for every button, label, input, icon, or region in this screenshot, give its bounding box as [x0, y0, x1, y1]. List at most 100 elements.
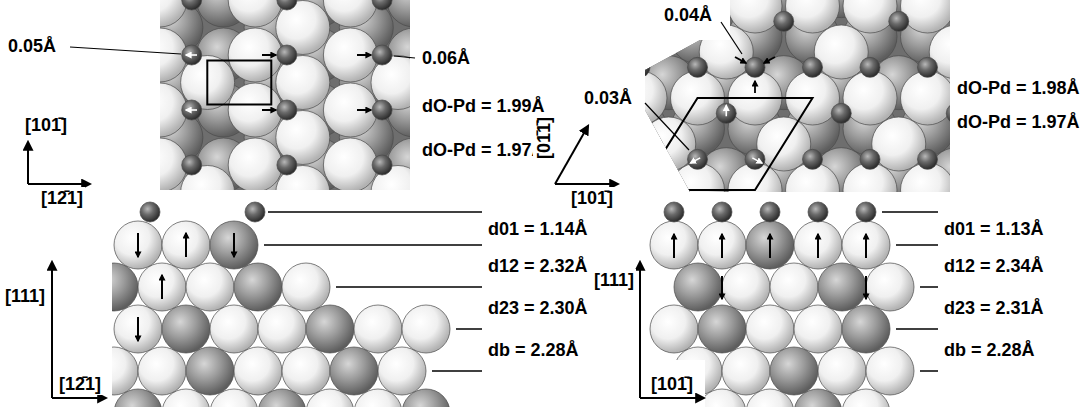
leader-line: [394, 56, 415, 58]
displacement-arrow: [185, 233, 187, 257]
pd-atom: [794, 221, 842, 269]
pd-atom-second-layer: [435, 221, 489, 275]
displacement-arrow: [673, 234, 675, 258]
axis-arrow: [51, 262, 53, 398]
pd-atom-second-layer: [958, 10, 1012, 64]
oxygen-atom: [573, 149, 593, 169]
pd-atom-second-layer: [101, 83, 155, 137]
pd-atom: [162, 221, 210, 269]
pd-atom-surface: [728, 0, 782, 33]
axis-arrow: [52, 397, 106, 399]
displacement-arrow-group: [690, 57, 775, 163]
axis-label: [111]: [3, 285, 47, 307]
layer-spacing-label: d12 = 2.32Å: [486, 255, 590, 277]
oxygen-atom: [182, 100, 202, 120]
oxygen-atom: [245, 202, 265, 222]
displacement-arrow: [186, 54, 197, 56]
oxygen-atom: [372, 155, 392, 175]
axis-arrow: [640, 397, 704, 399]
axis-arrow: [27, 142, 29, 184]
pd-atom: [90, 263, 138, 311]
displacement-arrow: [357, 54, 371, 56]
layer-level-line: [456, 328, 482, 330]
pd-atom: [282, 347, 330, 395]
leader-line: [721, 22, 742, 54]
oxygen-atom: [277, 0, 297, 10]
layer-spacing-label: d01 = 1.13Å: [942, 218, 1046, 240]
axis-label: [12̄1]: [39, 187, 85, 209]
displacement-arrow: [357, 109, 371, 111]
oxygen-atom: [182, 0, 202, 10]
pd-atom-surface: [613, 163, 667, 217]
oxygen-atom: [1004, 195, 1024, 215]
pd-atom: [210, 305, 258, 353]
oxygen-atom: [774, 11, 794, 31]
pd-atom-surface: [326, 163, 380, 217]
displacement-arrow: [725, 105, 727, 116]
layer-level-line: [432, 370, 482, 372]
pd-atom: [114, 221, 162, 269]
leader-line: [645, 103, 689, 150]
pd-atom-surface: [441, 0, 495, 33]
pd-atom-surface: [872, 117, 926, 171]
displacement-arrow: [262, 54, 276, 56]
pd-atom-surface: [323, 0, 377, 27]
pd-atom-surface: [228, 28, 282, 82]
layer-spacing-label: db = 2.28Å: [486, 339, 581, 361]
axis-arrow-group: [28, 126, 704, 398]
oxygen-atom: [573, 57, 593, 77]
pd-atom-surface: [1044, 209, 1088, 263]
oxygen-atom: [372, 45, 392, 65]
oxygen-atom: [1004, 11, 1024, 31]
pd-atom-second-layer: [387, 248, 441, 302]
oxygen-atom: [712, 202, 732, 222]
pd-atom-surface: [323, 193, 377, 247]
pd-atom-surface: [498, 0, 552, 33]
pd-atom-second-layer: [326, 102, 380, 156]
pd-atom: [842, 221, 890, 269]
pd-atom-second-layer: [339, 221, 393, 275]
pd-atom-surface: [85, 1, 139, 55]
bond-length-label: dO-Pd = 1.97Å: [420, 139, 547, 161]
pd-atom-surface: [958, 0, 1012, 33]
oxygen-atom-group: [87, 0, 393, 175]
displacement-label: 0.04Å: [662, 4, 714, 26]
axis-arrow: [555, 183, 618, 185]
pd-atom-surface: [228, 0, 282, 27]
displacement-arrow: [769, 234, 771, 258]
pd-atom-surface: [613, 0, 667, 33]
oxygen-atom: [182, 155, 202, 175]
pd-atom-surface: [354, 25, 408, 79]
pd-atom: [746, 305, 794, 353]
pd-atom: [402, 305, 450, 353]
oxygen-atom: [918, 57, 938, 77]
pd-atom: [698, 305, 746, 353]
oxygen-atom: [371, 103, 391, 123]
pd-atom-second-layer: [354, 148, 408, 202]
oxygen-atom: [400, 149, 420, 169]
displacement-label: 0.06Å: [420, 47, 472, 69]
layer-level-line: [882, 211, 938, 213]
pd-atom-surface-group: [85, 0, 472, 275]
pd-atom: [138, 347, 186, 395]
pd-atom-surface: [323, 83, 377, 137]
side-view-left: [90, 202, 450, 407]
layer-level-line: [920, 286, 938, 288]
pd-atom: [650, 221, 698, 269]
pd-atom-second-layer: [412, 0, 466, 18]
layer-spacing-label: d23 = 2.30Å: [486, 297, 590, 319]
pd-atom: [354, 305, 402, 353]
displacement-arrow: [233, 233, 235, 257]
displacement-arrow: [262, 109, 276, 111]
pd-atom: [306, 305, 354, 353]
displacement-arrow-group: [186, 55, 371, 110]
oxygen-atom: [372, 0, 392, 10]
oxygen-atom: [688, 57, 708, 77]
oxygen-atom: [803, 149, 823, 169]
pd-atom: [138, 263, 186, 311]
axis-label: [101̄]: [649, 373, 695, 395]
displacement-arrow: [186, 109, 197, 111]
oxygen-atom: [87, 0, 107, 10]
pd-atom-surface: [584, 25, 638, 79]
